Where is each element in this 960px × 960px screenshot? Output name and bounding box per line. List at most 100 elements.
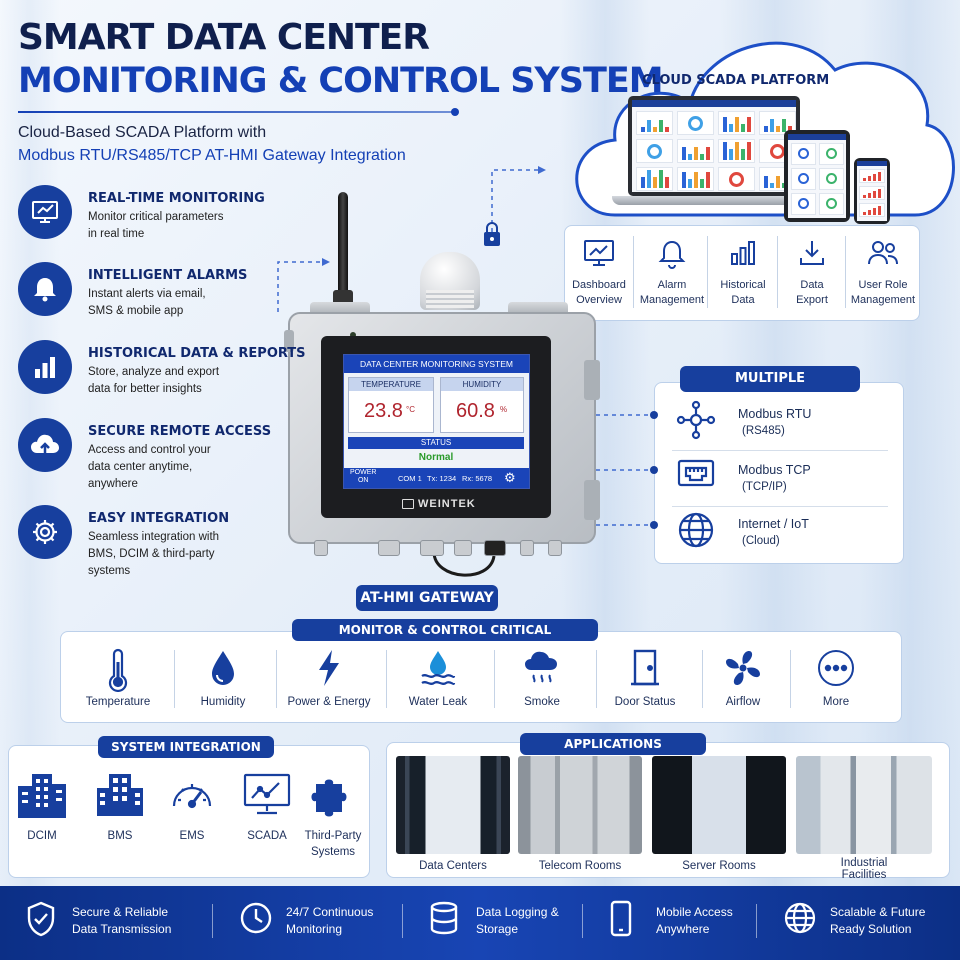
connectivity-item-label: Modbus TCP(TCP/IP) [738, 462, 811, 496]
bell-outline-icon [636, 238, 708, 274]
mini-bar [776, 126, 780, 132]
mini-bar [653, 177, 657, 188]
mini-panel [819, 193, 844, 215]
parameter-airflow[interactable]: Airflow [702, 648, 784, 708]
cable-gland [454, 540, 472, 556]
mini-bar [764, 126, 768, 132]
integration-ems[interactable]: EMS [160, 772, 224, 844]
cloud-modules-panel [564, 225, 920, 321]
mini-bar [694, 172, 698, 188]
download-icon [780, 238, 844, 274]
mini-bar [741, 124, 745, 132]
parameter-door-status[interactable]: Door Status [596, 648, 694, 708]
connectivity-item-line: (RS485) [742, 425, 785, 437]
mini-panel [859, 186, 885, 200]
cloud-module-label-line: User Role [858, 279, 908, 291]
parameter-humidity[interactable]: Humidity [174, 648, 272, 708]
divider [790, 650, 791, 708]
smoke-icon [494, 648, 590, 692]
parameter-temperature[interactable]: Temperature [66, 648, 170, 708]
application-label-line: Data Centers [419, 860, 487, 872]
application-photo-server-rooms [652, 756, 786, 854]
parameter-power-energy[interactable]: Power & Energy [276, 648, 382, 708]
mini-bar [665, 127, 669, 132]
mini-bar [776, 176, 780, 188]
feature-description-line: Store, analyze and export [88, 366, 220, 378]
benefit-label-line: Data Transmission [72, 922, 172, 936]
feature-title: SECURE REMOTE ACCESS [88, 424, 272, 439]
connectivity-item-label: Internet / IoT(Cloud) [738, 516, 809, 550]
feature-description-line: data center anytime, [88, 461, 193, 473]
hmi-com: COM 1 [398, 474, 422, 483]
cloud-module-label-line: Historical [720, 279, 766, 291]
mini-panel [791, 143, 816, 165]
benefits-bar [0, 886, 960, 960]
connectivity-item-line: Modbus RTU [738, 407, 812, 421]
connectivity-item-line: (Cloud) [742, 535, 780, 547]
users-icon [848, 238, 918, 274]
hmi-hum-unit: % [500, 405, 508, 414]
hmi-status-label: STATUS [348, 437, 524, 449]
divider [702, 650, 703, 708]
mini-bar [659, 120, 663, 132]
hmi-status-value: Normal [418, 452, 454, 463]
mini-panel [677, 167, 714, 191]
globe-network-icon [782, 900, 818, 941]
hmi-power-button[interactable]: POWER ON [350, 469, 376, 485]
integration-label-line: Third-Party [304, 830, 362, 842]
parameter-smoke[interactable]: Smoke [494, 648, 590, 708]
hmi-settings-gear-icon[interactable]: ⚙ [504, 470, 516, 485]
mini-bar [729, 149, 733, 160]
bar-chart-outline-icon [710, 238, 776, 274]
parameter-label: Airflow [725, 696, 761, 708]
divider [212, 904, 213, 938]
mini-bar [647, 170, 651, 188]
parameter-label: Temperature [85, 696, 151, 708]
parameter-label: Door Status [614, 696, 676, 708]
parameter-water-leak[interactable]: Water Leak [386, 648, 490, 708]
benefit-label-line: Ready Solution [830, 922, 912, 936]
divider [276, 650, 277, 708]
network-hub-icon [676, 400, 716, 445]
cloud-module-label-line: Management [639, 294, 705, 306]
divider [174, 650, 175, 708]
integration-bms[interactable]: BMS [86, 772, 154, 844]
parameter-label: Power & Energy [287, 696, 371, 708]
divider [672, 450, 888, 451]
connector-dot [650, 521, 658, 529]
integration-label: DCIM [12, 828, 72, 844]
application-photo-telecom-rooms [518, 756, 642, 854]
cable-gland [484, 540, 506, 556]
divider [845, 236, 846, 308]
parameter-more[interactable]: More [790, 648, 882, 708]
mini-bar [782, 119, 786, 132]
integration-label: SCADA [232, 828, 302, 844]
integration-dcim[interactable]: DCIM [12, 772, 72, 844]
connectivity-item-line: (TCP/IP) [742, 481, 787, 493]
parameter-label: Water Leak [408, 696, 468, 708]
parameter-label: Humidity [200, 696, 246, 708]
mini-header [632, 100, 796, 107]
feature-title: HISTORICAL DATA & REPORTS [88, 346, 306, 361]
mini-bar [764, 176, 768, 188]
mini-panel [677, 111, 714, 135]
laptop-base [612, 196, 816, 205]
parameter-label: Smoke [524, 696, 560, 708]
connector-dot [650, 411, 658, 419]
mini-bar [868, 176, 871, 181]
integration-scada[interactable]: SCADA [232, 772, 302, 844]
cloud-module-label-line: Data [731, 294, 755, 306]
cloud-module-label-line: Management [850, 294, 916, 306]
mini-header [857, 161, 887, 166]
